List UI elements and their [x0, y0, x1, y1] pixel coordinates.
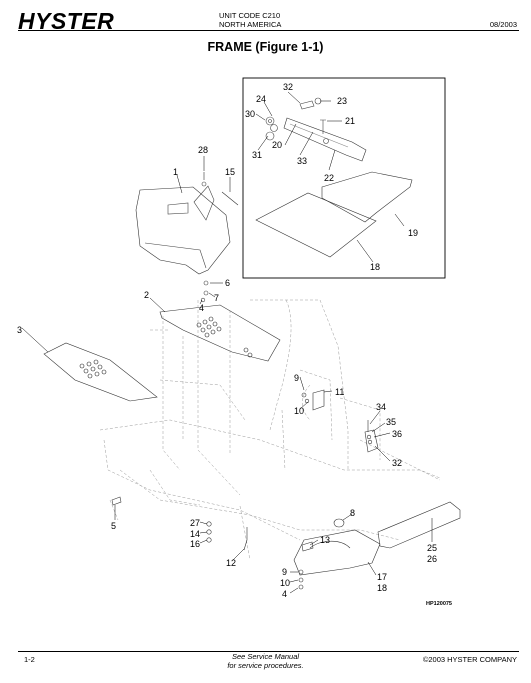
callout-label: 30 [245, 109, 255, 119]
callout-label: 20 [272, 140, 282, 150]
callout-label: 10 [280, 578, 290, 588]
callout-label: 32 [283, 82, 293, 92]
service-note-line1: See Service Manual [231, 652, 300, 661]
callout-label: 26 [427, 554, 437, 564]
callout-label: 34 [376, 402, 386, 412]
callout-label: 3 [17, 325, 22, 335]
callout-label: 18 [370, 262, 380, 272]
callout-label: 10 [294, 406, 304, 416]
callout-label: 24 [256, 94, 266, 104]
unit-code: UNIT CODE C210 [219, 11, 281, 20]
figure-code: HP120075 [426, 601, 452, 607]
callout-label: 19 [408, 228, 418, 238]
callout-label: 21 [345, 116, 355, 126]
copyright: ©2003 HYSTER COMPANY [422, 655, 517, 664]
callout-label: 8 [350, 508, 355, 518]
callout-label: 5 [111, 521, 116, 531]
hyster-logo: HYSTER [18, 8, 115, 34]
callout-label: 16 [190, 539, 200, 549]
callout-label: 22 [324, 173, 334, 183]
page-number: 1-2 [24, 655, 35, 664]
callout-label: 35 [386, 417, 396, 427]
callout-labels: 32 23 24 30 21 20 31 33 22 19 18 28 15 1… [17, 82, 437, 599]
footer-rule [18, 651, 519, 652]
callout-label: 31 [252, 150, 262, 160]
callout-label: 32 [392, 458, 402, 468]
callout-label: 36 [392, 429, 402, 439]
callout-label: 18 [377, 583, 387, 593]
callout-label: 23 [337, 96, 347, 106]
page-title: FRAME (Figure 1-1) [207, 40, 324, 54]
callout-label: 7 [214, 293, 219, 303]
callout-label: 14 [190, 529, 200, 539]
header-rule [18, 30, 519, 31]
callout-label: 9 [294, 373, 299, 383]
callout-label: 12 [226, 558, 236, 568]
callout-label: 1 [173, 167, 178, 177]
callout-label: 33 [297, 156, 307, 166]
callout-label: 2 [144, 290, 149, 300]
callout-label: 9 [282, 567, 287, 577]
callout-label: 17 [377, 572, 387, 582]
callout-label: 15 [225, 167, 235, 177]
callout-label: 6 [225, 278, 230, 288]
callout-label: 4 [199, 303, 204, 313]
callout-label: 28 [198, 145, 208, 155]
callout-label: 27 [190, 518, 200, 528]
callout-label: 4 [282, 589, 287, 599]
inset-box [242, 77, 446, 279]
callout-label: 25 [427, 543, 437, 553]
header-date: 08/2003 [489, 20, 517, 29]
callout-label: 13 [320, 535, 330, 545]
callout-label: 11 [335, 387, 344, 397]
region: NORTH AMERICA [219, 20, 282, 29]
service-note-line2: for service procedures. [227, 661, 304, 670]
